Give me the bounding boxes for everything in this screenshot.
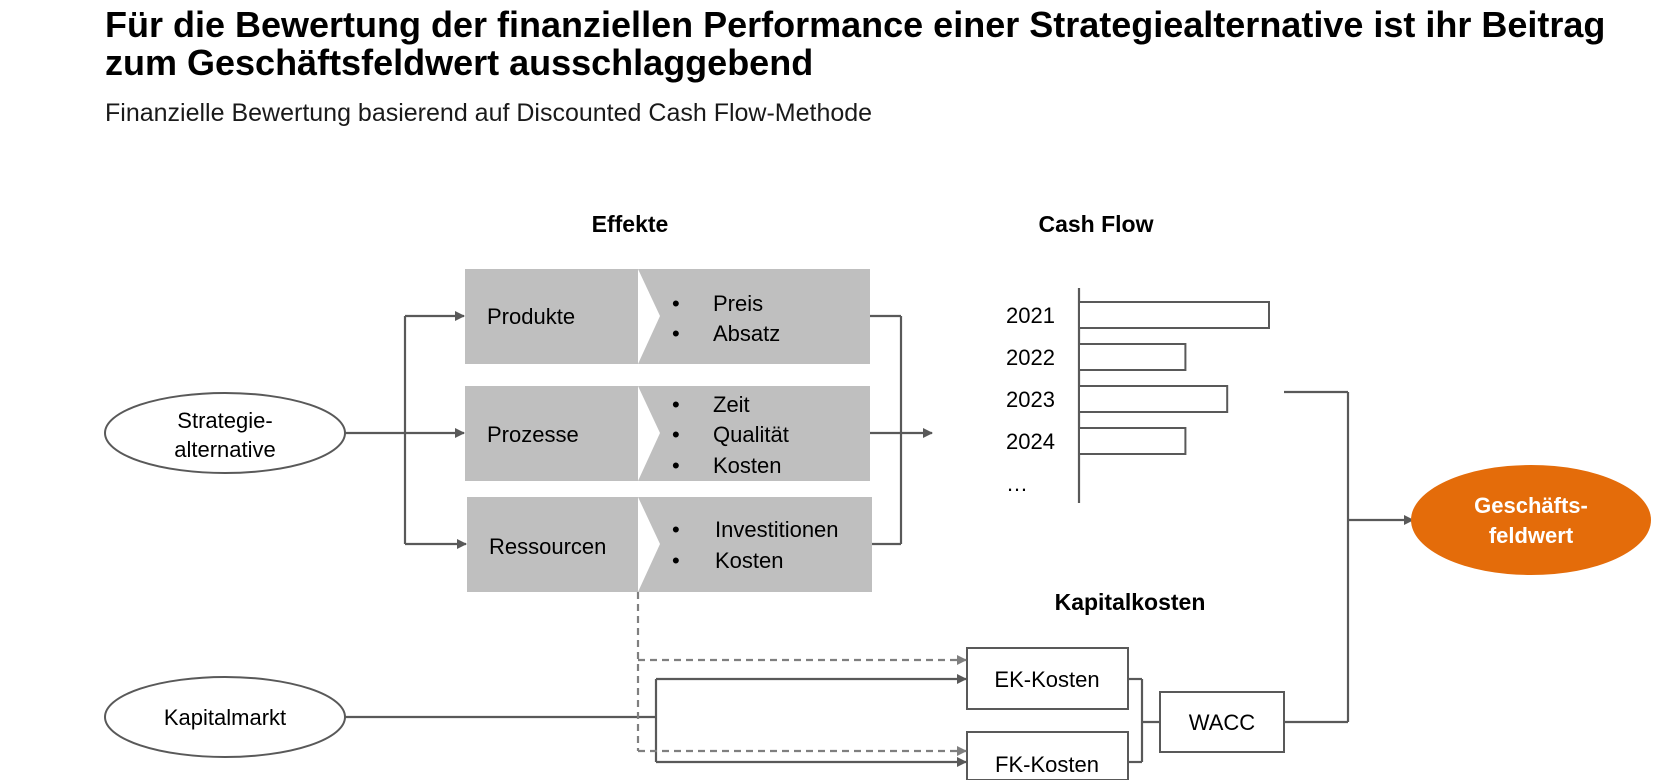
effekte-header: Effekte: [592, 211, 669, 237]
bullet: •: [672, 453, 680, 478]
cash-flow-year-label: 2024: [1006, 429, 1055, 454]
cash-flow-year-label: 2021: [1006, 303, 1055, 328]
effekt-ressourcen-item: Investitionen: [715, 517, 839, 542]
effekt-produkte-label: Produkte: [487, 304, 575, 329]
effekt-produkte-item: Preis: [713, 291, 763, 316]
effekt-prozesse-item: Zeit: [713, 392, 750, 417]
kapitalkosten-connectors: [1128, 677, 1160, 764]
kapitalmarkt-connectors: [345, 674, 967, 767]
effekt-produkte-item: Absatz: [713, 321, 780, 346]
strategie-connectors: [345, 311, 467, 549]
page-subtitle: Finanzielle Bewertung basierend auf Disc…: [105, 99, 873, 127]
wacc-box: WACC: [1159, 691, 1285, 753]
ek-kosten-box: EK-Kosten: [966, 647, 1129, 710]
cash-flow-header: Cash Flow: [1038, 211, 1153, 237]
bullet: •: [672, 392, 680, 417]
effekt-ressourcen-box: Ressourcen • Investitionen • Kosten: [467, 497, 872, 592]
effekt-ressourcen-label: Ressourcen: [489, 534, 606, 559]
cash-flow-bar: [1078, 427, 1187, 455]
strategiealternative-label-1: Strategie-: [177, 408, 272, 433]
cash-flow-year-label: 2022: [1006, 345, 1055, 370]
bullet: •: [672, 291, 680, 316]
cash-flow-year-label: …: [1006, 471, 1028, 496]
effekt-prozesse-label: Prozesse: [487, 422, 579, 447]
effekt-produkte-box: Produkte • Preis • Absatz: [465, 269, 870, 364]
bullet: •: [672, 321, 680, 346]
geschaeftsfeldwert-label-2: feldwert: [1489, 523, 1574, 548]
bullet: •: [672, 517, 680, 542]
kapitalmarkt-node: Kapitalmarkt: [104, 676, 346, 758]
ressourcen-dashed-connectors: [636, 592, 967, 756]
effekte-to-cashflow-connectors: [870, 314, 933, 546]
effekt-prozesse-item: Qualität: [713, 422, 789, 447]
fk-kosten-label: FK-Kosten: [995, 752, 1099, 777]
bullet: •: [672, 422, 680, 447]
geschaeftsfeldwert-node: Geschäfts- feldwert: [1411, 465, 1651, 575]
fk-kosten-box: FK-Kosten: [966, 731, 1129, 780]
cash-flow-bar: [1078, 385, 1229, 413]
geschaeftsfeldwert-label-1: Geschäfts-: [1474, 493, 1588, 518]
strategiealternative-label-2: alternative: [174, 437, 276, 462]
effekt-prozesse-box: Prozesse • Zeit • Qualität • Kosten: [465, 386, 870, 481]
bullet: •: [672, 548, 680, 573]
page-title: Für die Bewertung der finanziellen Perfo…: [105, 4, 1606, 83]
cash-flow-year-label: 2023: [1006, 387, 1055, 412]
strategiealternative-node: Strategie- alternative: [104, 392, 346, 474]
cash-flow-bar: [1078, 343, 1187, 371]
cash-flow-chart: 2021 2022 2023 2024 …: [1006, 288, 1270, 503]
ek-kosten-label: EK-Kosten: [994, 667, 1099, 692]
cash-flow-bar: [1078, 301, 1270, 329]
effekt-prozesse-item: Kosten: [713, 453, 782, 478]
effekt-ressourcen-item: Kosten: [715, 548, 784, 573]
kapitalmarkt-label: Kapitalmarkt: [164, 705, 286, 730]
value-connectors: [1284, 390, 1414, 724]
wacc-label: WACC: [1189, 710, 1256, 735]
kapitalkosten-header: Kapitalkosten: [1055, 589, 1206, 615]
